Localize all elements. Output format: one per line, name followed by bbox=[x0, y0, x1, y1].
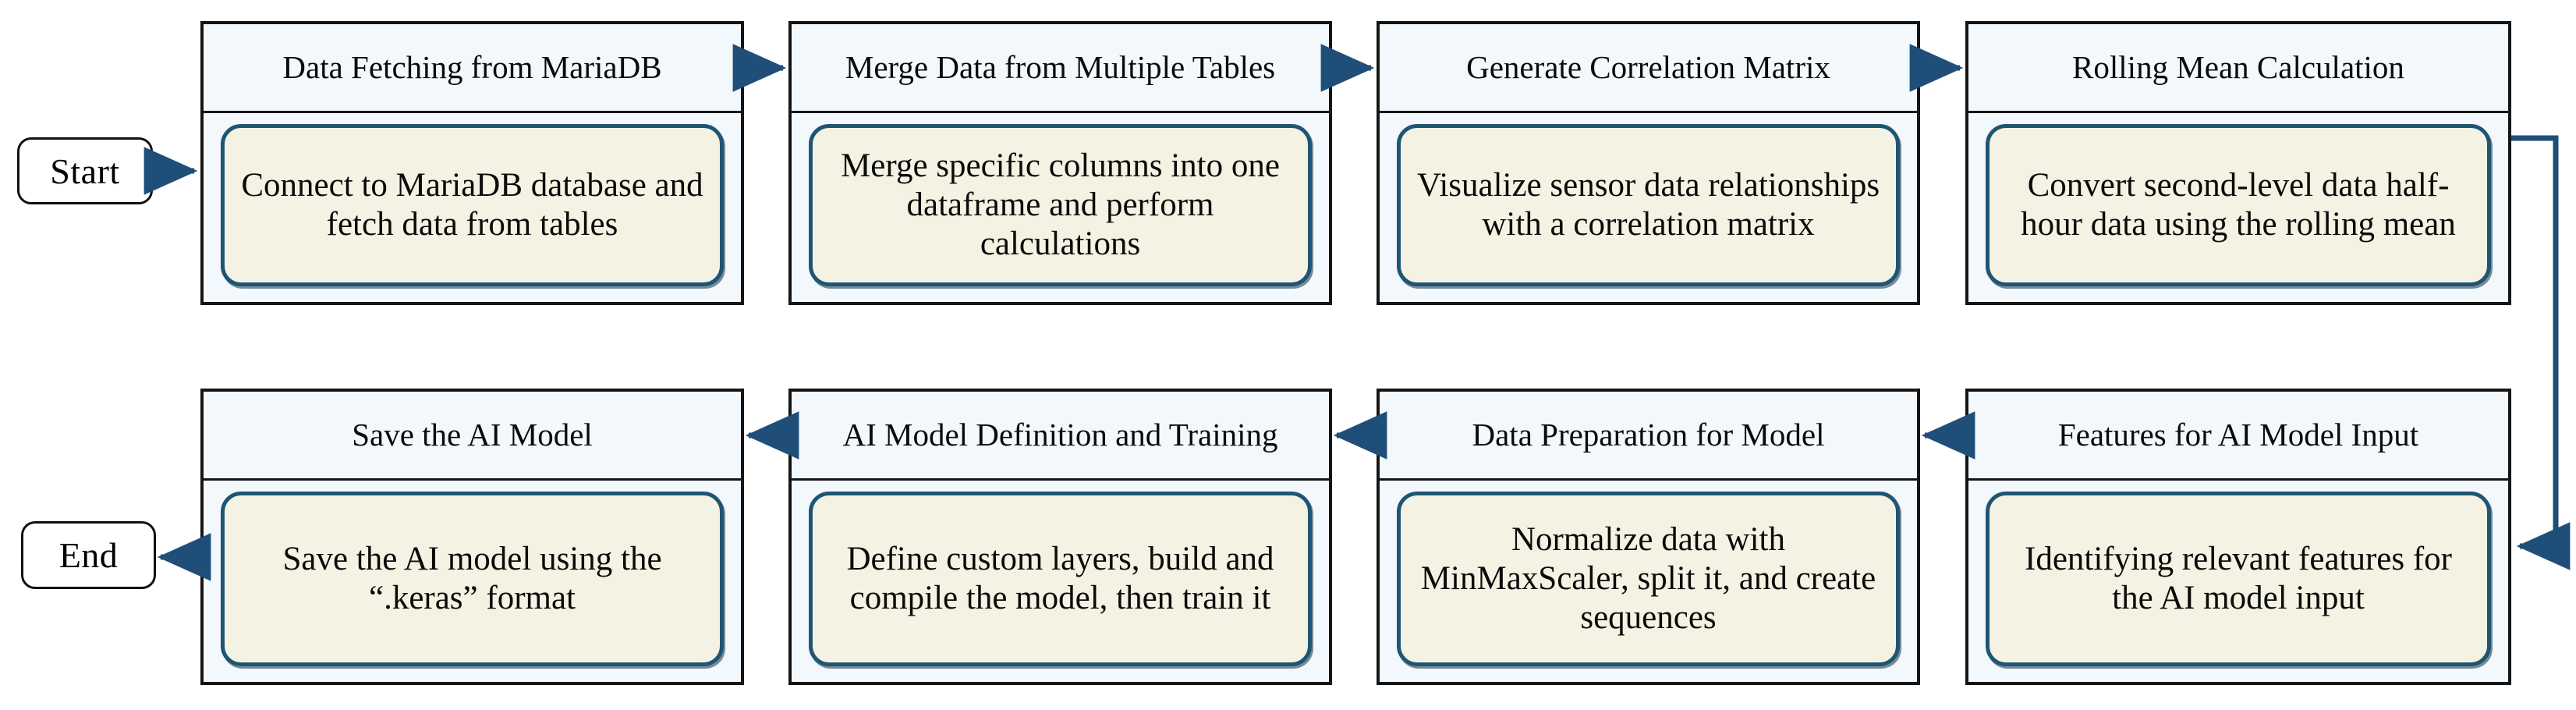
stage-description-card: Convert second-level data half-hour data… bbox=[1986, 124, 2491, 286]
stage-description-card: Save the AI model using the “.keras” for… bbox=[221, 492, 724, 666]
end-terminator-label: End bbox=[58, 535, 119, 575]
stage-description-card: Define custom layers, build and compile … bbox=[809, 492, 1312, 666]
start-terminator-label: Start bbox=[50, 151, 120, 191]
stage-header: AI Model Definition and Training bbox=[792, 392, 1329, 481]
stage-header: Merge Data from Multiple Tables bbox=[792, 24, 1329, 113]
stage-body: Normalize data with MinMaxScaler, split … bbox=[1380, 481, 1917, 682]
stage-header: Data Fetching from MariaDB bbox=[204, 24, 741, 113]
stage-features-for-ai-model-input[interactable]: Features for AI Model Input Identifying … bbox=[1965, 389, 2511, 685]
stage-description-card: Connect to MariaDB database and fetch da… bbox=[221, 124, 724, 286]
stage-header: Generate Correlation Matrix bbox=[1380, 24, 1917, 113]
stage-body: Merge specific columns into one datafram… bbox=[792, 113, 1329, 302]
stage-description-card: Merge specific columns into one datafram… bbox=[809, 124, 1312, 286]
stage-generate-correlation-matrix[interactable]: Generate Correlation Matrix Visualize se… bbox=[1377, 21, 1920, 305]
stage-description-card: Identifying relevant features for the AI… bbox=[1986, 492, 2491, 666]
stage-ai-model-definition-and-training[interactable]: AI Model Definition and Training Define … bbox=[788, 389, 1332, 685]
stage-rolling-mean-calculation[interactable]: Rolling Mean Calculation Convert second-… bbox=[1965, 21, 2511, 305]
stage-body: Define custom layers, build and compile … bbox=[792, 481, 1329, 682]
stage-merge-data-from-multiple-tables[interactable]: Merge Data from Multiple Tables Merge sp… bbox=[788, 21, 1332, 305]
stage-save-the-ai-model[interactable]: Save the AI Model Save the AI model usin… bbox=[200, 389, 744, 685]
stage-header: Rolling Mean Calculation bbox=[1968, 24, 2508, 113]
stage-data-fetching-from-mariadb[interactable]: Data Fetching from MariaDB Connect to Ma… bbox=[200, 21, 744, 305]
stage-header: Save the AI Model bbox=[204, 392, 741, 481]
stage-header: Data Preparation for Model bbox=[1380, 392, 1917, 481]
stage-body: Connect to MariaDB database and fetch da… bbox=[204, 113, 741, 302]
start-terminator[interactable]: Start bbox=[17, 137, 153, 204]
stage-body: Identifying relevant features for the AI… bbox=[1968, 481, 2508, 682]
connector-rolling-mean-to-features bbox=[2511, 135, 2571, 570]
stage-header: Features for AI Model Input bbox=[1968, 392, 2508, 481]
stage-body: Visualize sensor data relationships with… bbox=[1380, 113, 1917, 302]
stage-description-card: Normalize data with MinMaxScaler, split … bbox=[1397, 492, 1900, 666]
stage-description-card: Visualize sensor data relationships with… bbox=[1397, 124, 1900, 286]
stage-body: Convert second-level data half-hour data… bbox=[1968, 113, 2508, 302]
stage-data-preparation-for-model[interactable]: Data Preparation for Model Normalize dat… bbox=[1377, 389, 1920, 685]
end-terminator[interactable]: End bbox=[21, 521, 156, 589]
stage-body: Save the AI model using the “.keras” for… bbox=[204, 481, 741, 682]
